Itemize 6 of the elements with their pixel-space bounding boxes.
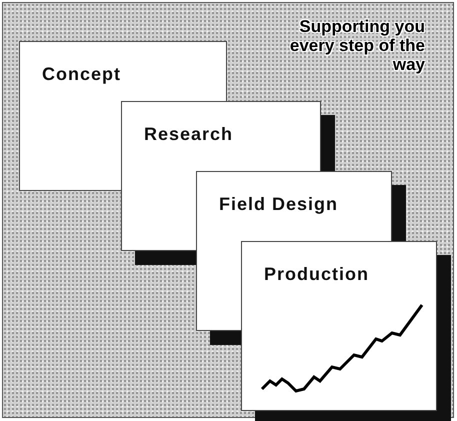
stage-title: Field Design [219, 194, 338, 215]
stage-card [19, 41, 227, 101]
stage-title: Concept [42, 64, 121, 85]
stage-title: Research [144, 124, 234, 145]
stage-title: Production [264, 264, 369, 285]
slogan-text: Supporting you every step of the way [288, 17, 425, 74]
